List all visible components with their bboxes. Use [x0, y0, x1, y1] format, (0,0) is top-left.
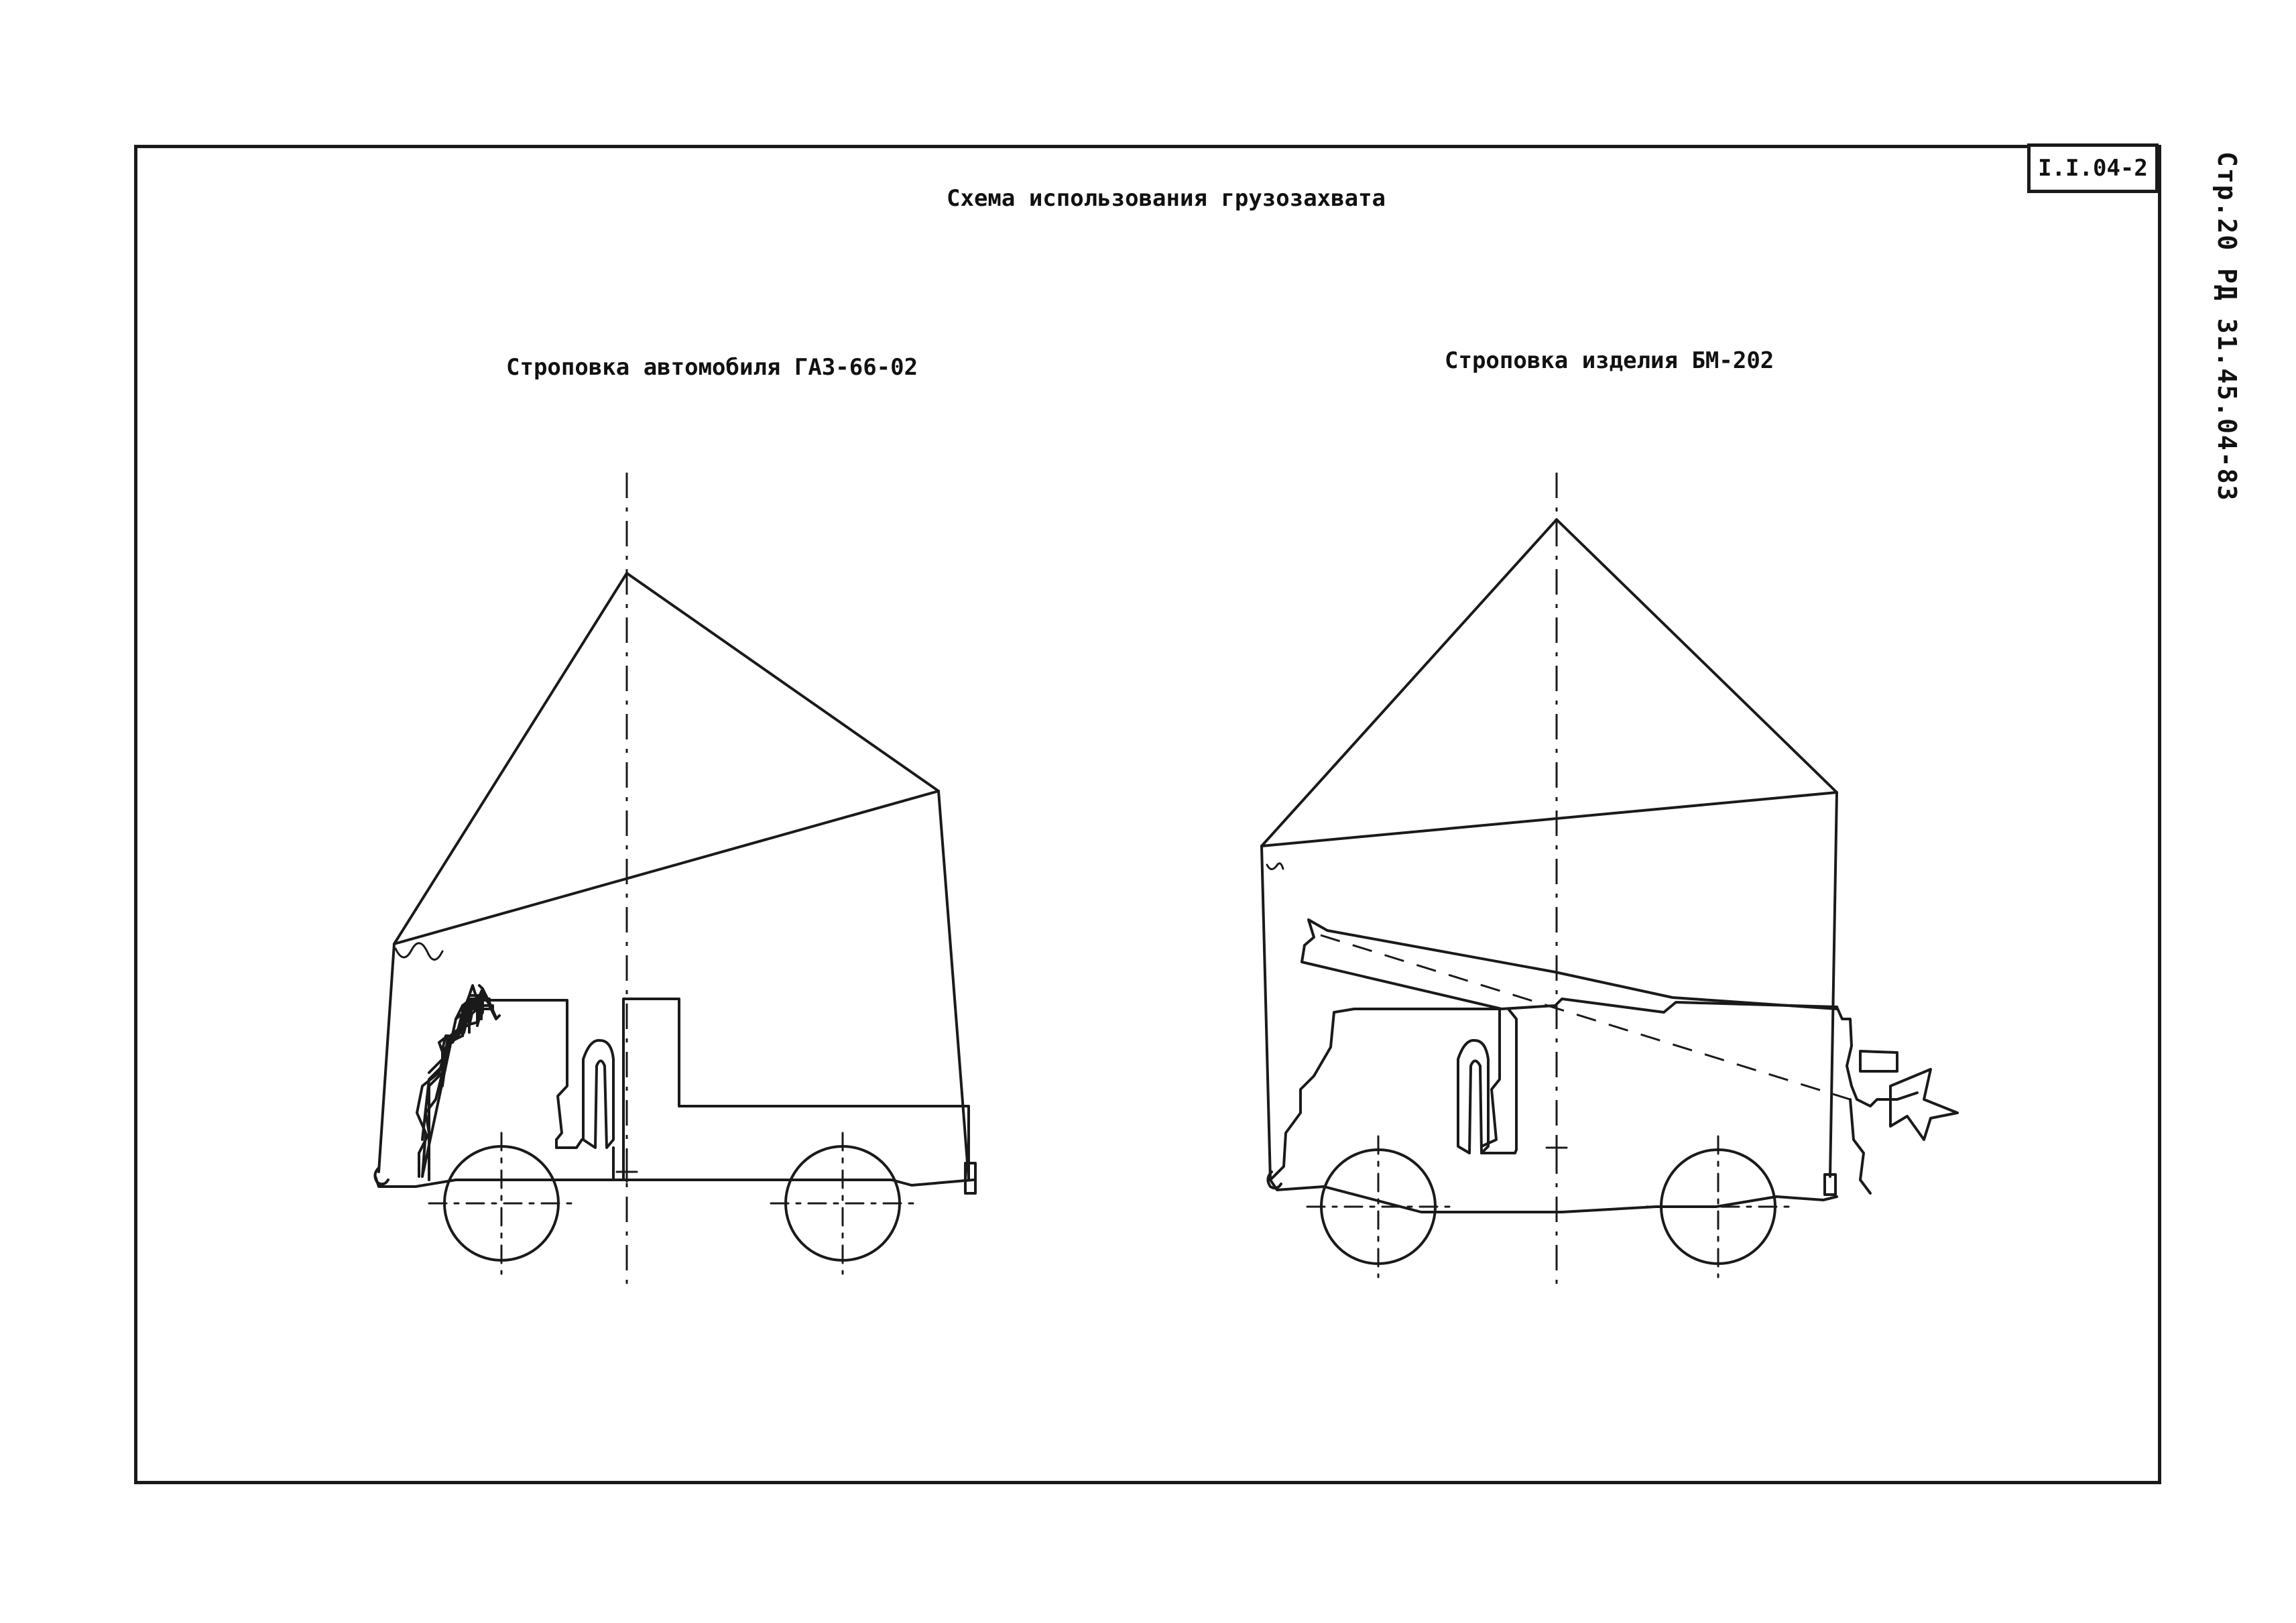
boom-upper-edge	[1307, 918, 1838, 1010]
sling-rear-drop	[1829, 791, 1838, 1178]
sling-front-drop	[1260, 845, 1272, 1181]
truck-cab-door	[582, 1038, 615, 1149]
truck-cargo-body	[622, 998, 970, 1181]
drawing-frame	[134, 145, 2161, 1484]
sling-front	[393, 572, 628, 945]
bm202-slinging-scheme	[1260, 473, 1959, 1287]
truck-cab-step	[555, 1138, 583, 1149]
bm202-boom	[1301, 918, 1851, 1101]
bm202-chassis	[1269, 1179, 1838, 1213]
truck-cab-shell	[438, 999, 568, 1141]
truck-chassis	[374, 1175, 975, 1188]
truck-cab-nose	[418, 1071, 444, 1154]
grab-hooks-front	[394, 942, 444, 961]
sling-front	[1260, 518, 1558, 847]
bm202-slings	[1260, 518, 1838, 1181]
grab-hooks-front	[1266, 862, 1284, 870]
boom-lower-edge	[1301, 918, 1838, 1014]
bm202-cab-shell	[1269, 1008, 1501, 1181]
bm202-rear-hook	[1823, 1173, 1837, 1196]
spreader-beam	[393, 790, 940, 945]
boom-axis-line	[1320, 934, 1851, 1101]
panel-caption-truck: Строповка автомобиля ГАЗ-66-02	[506, 354, 918, 381]
page-and-standard-code: Стр.20 РД 31.45.04-83	[2212, 152, 2242, 502]
sling-rear-drop	[937, 790, 970, 1181]
bm202-cab-rear	[1507, 1008, 1518, 1151]
bm202-truck-outline	[1266, 1006, 1959, 1213]
bm202-rear-box	[1859, 1050, 1898, 1073]
spreader-beam	[1260, 791, 1838, 847]
panel-caption-bm202: Строповка изделия БМ-202	[1445, 347, 1774, 374]
bm202-rear-equipment	[1835, 1006, 1919, 1107]
bm202-cab-door	[1457, 1038, 1490, 1154]
truck-slinging-scheme	[373, 473, 977, 1290]
sling-front-drop	[377, 943, 396, 1173]
gaz-66-outline	[373, 984, 977, 1195]
truck-wheels	[428, 1132, 916, 1275]
bm202-front-hook	[1266, 1170, 1282, 1190]
bm202-auger-tip	[1889, 1068, 1959, 1141]
sheet-title: Схема использования грузозахвата	[947, 185, 1386, 212]
bm202-rear-support	[1849, 1098, 1872, 1195]
sling-rear	[1555, 518, 1838, 794]
truck-slings	[377, 572, 970, 1181]
truck-front-hook	[373, 1166, 389, 1186]
truck-rear-hook	[964, 1162, 977, 1195]
bm202-wheels	[1306, 1135, 1791, 1278]
bm202-cab-step	[1480, 1148, 1518, 1154]
sling-rear	[625, 572, 940, 792]
truck-cab-main-k	[461, 1004, 471, 1037]
document-code-stamp: I.I.04-2	[2027, 143, 2159, 193]
